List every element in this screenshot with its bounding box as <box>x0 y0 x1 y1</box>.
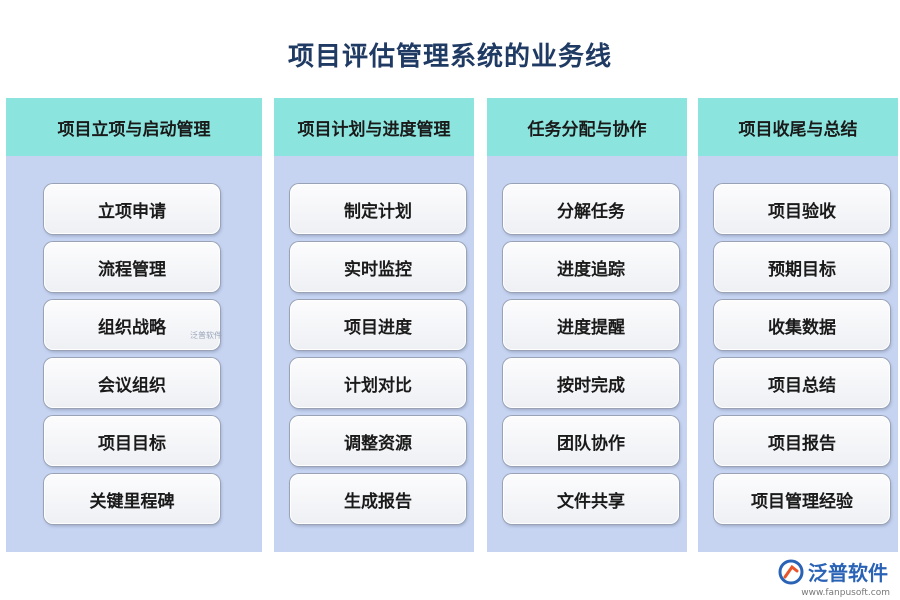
item-box: 项目验收 <box>714 184 890 234</box>
item-box: 计划对比 <box>290 358 466 408</box>
brand-url: www.fanpusoft.com <box>801 588 890 598</box>
diagram-title: 项目评估管理系统的业务线 <box>287 42 612 72</box>
item-box: 进度提醒 <box>503 300 679 350</box>
item-box: 预期目标 <box>714 242 890 292</box>
watermark: 泛普软件 <box>190 331 222 340</box>
item-box: 调整资源 <box>290 416 466 466</box>
column-header: 项目收尾与总结 <box>698 98 898 156</box>
brand-logo-icon <box>778 559 804 584</box>
item-box: 制定计划 <box>290 184 466 234</box>
item-box: 进度追踪 <box>503 242 679 292</box>
brand-logo: 泛普软件 <box>778 557 888 586</box>
item-box: 项目管理经验 <box>714 474 890 524</box>
column-project-initiation: 项目立项与启动管理 立项申请 流程管理 组织战略 会议组织 项目目标 关键里程碑 <box>6 98 262 552</box>
brand-name: 泛普软件 <box>808 561 888 585</box>
item-box: 实时监控 <box>290 242 466 292</box>
item-box: 分解任务 <box>503 184 679 234</box>
item-box: 组织战略 <box>44 300 220 350</box>
item-box: 文件共享 <box>503 474 679 524</box>
item-box: 关键里程碑 <box>44 474 220 524</box>
column-closure-summary: 项目收尾与总结 项目验收 预期目标 收集数据 项目总结 项目报告 项目管理经验 <box>698 98 898 552</box>
column-header: 项目计划与进度管理 <box>274 98 474 156</box>
item-box: 收集数据 <box>714 300 890 350</box>
item-box: 生成报告 <box>290 474 466 524</box>
column-plan-progress: 项目计划与进度管理 制定计划 实时监控 项目进度 计划对比 调整资源 生成报告 <box>274 98 474 552</box>
column-header: 项目立项与启动管理 <box>6 98 262 156</box>
item-box: 按时完成 <box>503 358 679 408</box>
column-header: 任务分配与协作 <box>487 98 687 156</box>
item-box: 团队协作 <box>503 416 679 466</box>
item-box: 流程管理 <box>44 242 220 292</box>
item-box: 立项申请 <box>44 184 220 234</box>
item-box: 项目总结 <box>714 358 890 408</box>
item-box: 项目目标 <box>44 416 220 466</box>
item-box: 会议组织 <box>44 358 220 408</box>
item-box: 项目报告 <box>714 416 890 466</box>
column-task-collaboration: 任务分配与协作 分解任务 进度追踪 进度提醒 按时完成 团队协作 文件共享 <box>487 98 687 552</box>
item-box: 项目进度 <box>290 300 466 350</box>
